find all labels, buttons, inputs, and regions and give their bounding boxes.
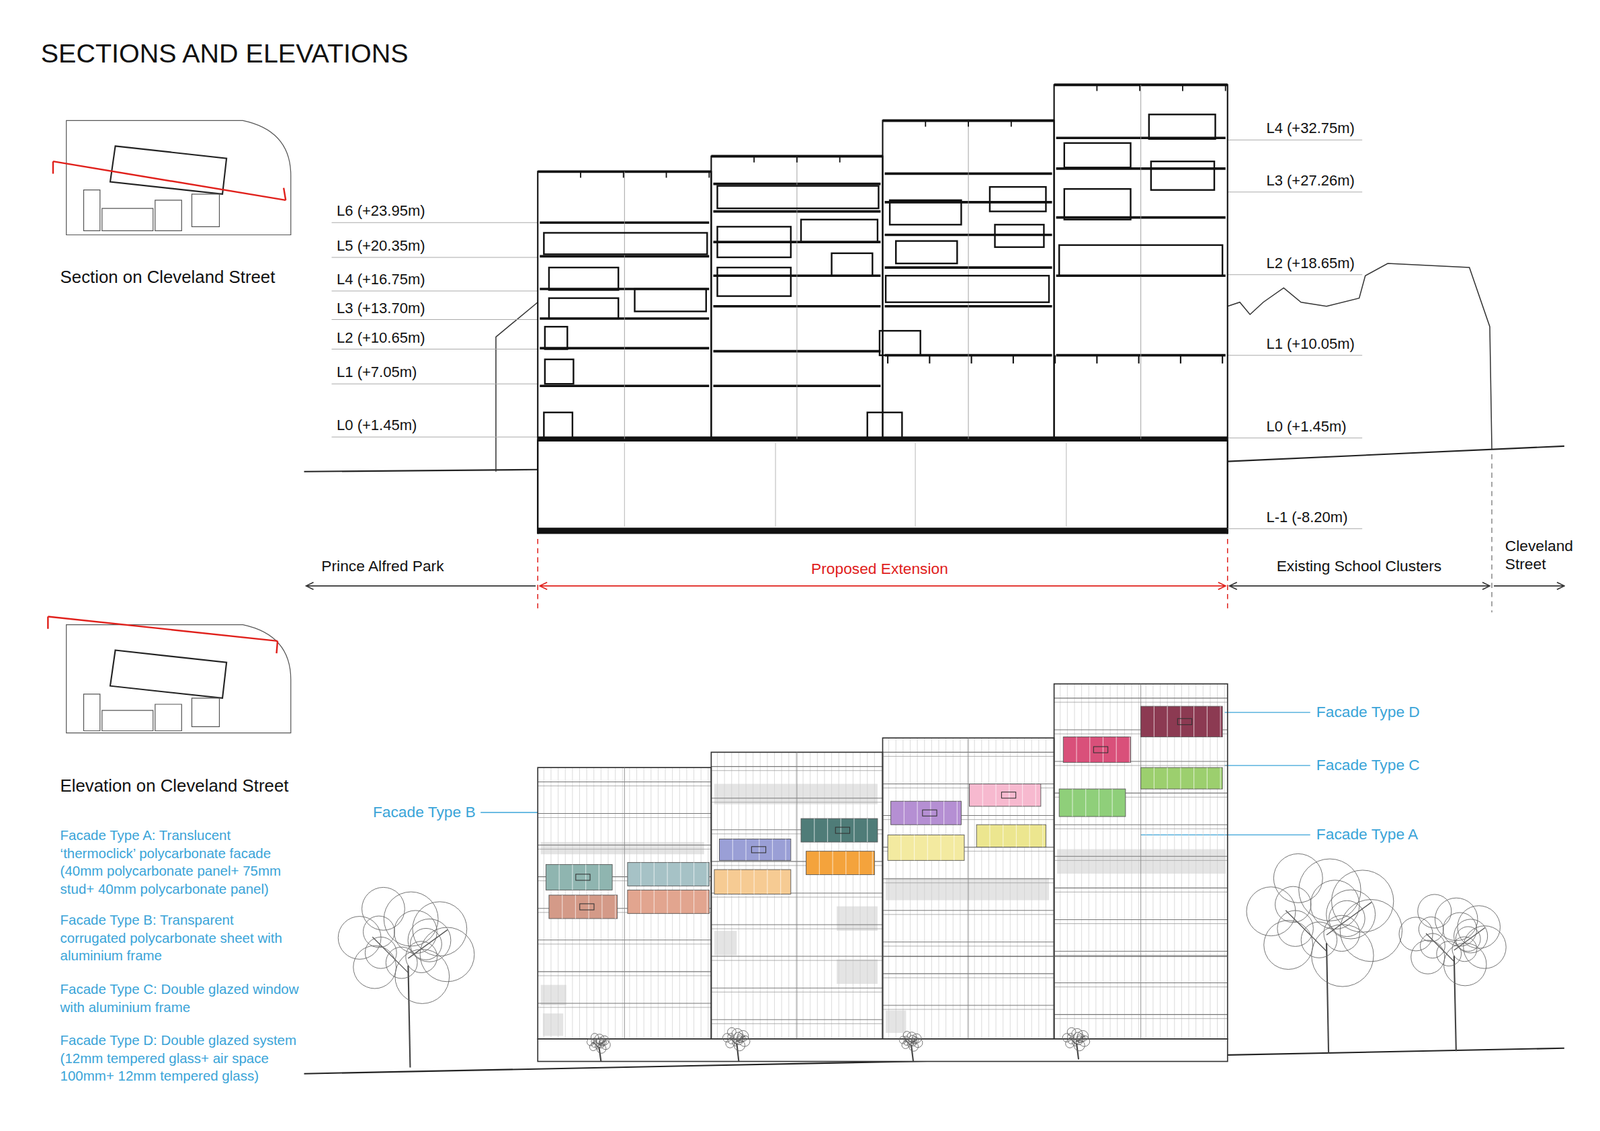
- level-label: L1 (+10.05m): [1266, 335, 1355, 353]
- window-section: [717, 186, 879, 209]
- coloured-panel: [1141, 767, 1223, 789]
- elevation-blocks: [537, 684, 1228, 1062]
- facade-note: Facade Type C: Double glazed window with…: [60, 980, 304, 1017]
- window-section: [831, 253, 873, 276]
- shrub: [587, 1033, 611, 1062]
- window-section: [635, 288, 707, 312]
- window-section: [867, 412, 903, 439]
- window-section: [801, 219, 878, 242]
- zone-label: Proposed Extension: [811, 560, 949, 579]
- key-plan: [53, 120, 291, 235]
- level-label: L0 (+1.45m): [1266, 417, 1346, 436]
- level-label: L5 (+20.35m): [336, 237, 425, 255]
- coloured-panel: [627, 889, 709, 914]
- zone-label: Prince Alfred Park: [321, 557, 444, 576]
- level-label: L4 (+16.75m): [336, 270, 425, 289]
- tree: [338, 887, 475, 1068]
- drawing-title: Elevation on Cleveland Street: [60, 775, 289, 797]
- coloured-panel: [549, 895, 618, 919]
- level-label: L0 (+1.45m): [336, 416, 417, 435]
- zone-label: Cleveland Street: [1505, 536, 1585, 574]
- level-label: L3 (+27.26m): [1266, 172, 1355, 190]
- facade-callout: Facade Type B: [372, 803, 476, 822]
- facade-panels: [545, 706, 1223, 919]
- tree: [1246, 853, 1403, 1054]
- ground-line: [304, 446, 1565, 1074]
- facade-callout: Facade Type C: [1316, 755, 1420, 775]
- key-plan: [47, 616, 291, 733]
- window-section: [1151, 161, 1215, 191]
- coloured-panel: [801, 818, 878, 842]
- coloured-panel: [806, 851, 875, 875]
- basement-section: [537, 438, 1228, 534]
- facade-note: Facade Type A: Translucent ‘thermoclick’…: [60, 826, 304, 899]
- level-label: L6 (+23.95m): [336, 202, 425, 220]
- coloured-panel: [1141, 706, 1223, 738]
- drawing-title: Section on Cleveland Street: [60, 266, 276, 287]
- window-section: [543, 114, 1223, 439]
- translucent-panel: [1057, 849, 1226, 874]
- coloured-panel: [627, 862, 709, 886]
- coloured-panel: [545, 864, 613, 890]
- extent-markers: [306, 454, 1565, 613]
- sheet-title: SECTIONS AND ELEVATIONS: [40, 38, 409, 70]
- window-section: [885, 275, 1049, 302]
- window-section: [543, 232, 707, 255]
- translucent-panel: [836, 906, 878, 931]
- window-section: [1064, 188, 1131, 220]
- window-section: [889, 200, 961, 225]
- window-section: [895, 241, 957, 264]
- level-label: L1 (+7.05m): [336, 363, 417, 382]
- coloured-panel: [719, 838, 791, 861]
- level-label: L2 (+18.65m): [1266, 254, 1355, 273]
- window-section: [995, 224, 1045, 247]
- facade-callout: Facade Type A: [1316, 825, 1418, 844]
- coloured-panel: [969, 783, 1041, 806]
- window-section: [1064, 143, 1131, 168]
- coloured-panel: [714, 869, 791, 894]
- level-label: L2 (+10.65m): [336, 328, 425, 347]
- window-section: [544, 326, 568, 349]
- shrub: [899, 1031, 923, 1062]
- coloured-panel: [891, 801, 962, 825]
- coloured-panel: [1063, 737, 1131, 763]
- coloured-panel: [1059, 788, 1126, 817]
- translucent-panel: [836, 959, 878, 984]
- shrub: [1062, 1027, 1090, 1060]
- section-blocks: [537, 84, 1228, 439]
- translucent-panel: [540, 985, 567, 1006]
- window-section: [549, 298, 619, 319]
- level-lines: [331, 139, 1363, 529]
- translucent-panel: [542, 1013, 564, 1036]
- level-label: L3 (+13.70m): [336, 299, 425, 317]
- window-section: [879, 330, 921, 355]
- facade-callout: Facade Type D: [1316, 702, 1420, 722]
- level-label: L4 (+32.75m): [1266, 119, 1355, 138]
- window-section: [717, 226, 791, 258]
- window-section: [544, 359, 574, 384]
- level-label: L-1 (-8.20m): [1266, 508, 1348, 527]
- neighbour-outline: [495, 263, 1492, 472]
- window-section: [989, 186, 1047, 212]
- window-section: [549, 267, 619, 290]
- window-section: [717, 267, 791, 297]
- window-section: [1149, 114, 1216, 139]
- facade-note: Facade Type B: Transparent corrugated po…: [60, 911, 304, 965]
- coloured-panel: [887, 834, 965, 861]
- facade-note: Facade Type D: Double glazed system (12m…: [60, 1031, 304, 1086]
- shrub: [723, 1027, 751, 1062]
- translucent-panel: [714, 930, 737, 955]
- coloured-panel: [976, 824, 1046, 847]
- window-section: [543, 412, 573, 439]
- window-section: [1059, 245, 1223, 277]
- tree: [1399, 894, 1506, 1051]
- zone-label: Existing School Clusters: [1276, 557, 1442, 576]
